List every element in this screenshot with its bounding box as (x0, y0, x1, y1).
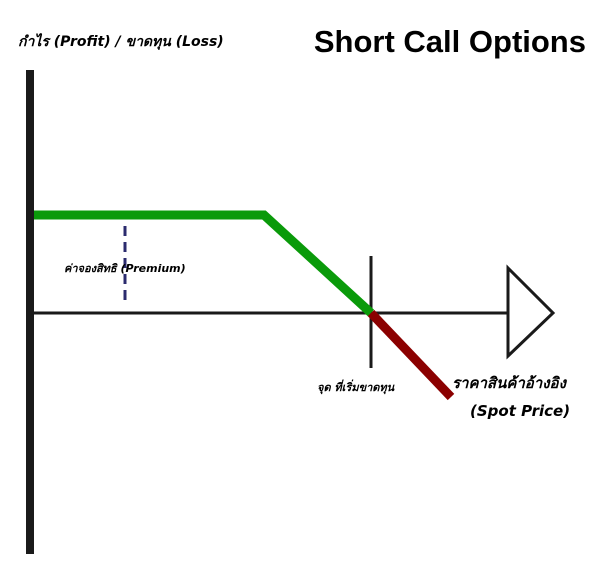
x-axis-label-thai: ราคาสินค้าอ้างอิง (452, 374, 568, 392)
y-axis (26, 70, 34, 554)
loss-payoff-line (367, 309, 455, 401)
diagram-title: Short Call Options (314, 24, 586, 59)
breakeven-label: จุด ที่เริ่มขาดทุน (317, 379, 395, 395)
premium-label: ค่าจองสิทธิ (Premium) (64, 262, 186, 275)
x-axis-arrowhead (506, 264, 556, 360)
profit-payoff-line (34, 210, 375, 317)
y-axis-label: กำไร (Profit) / ขาดทุน (Loss) (18, 33, 224, 50)
x-axis-label-english: (Spot Price) (470, 402, 570, 420)
